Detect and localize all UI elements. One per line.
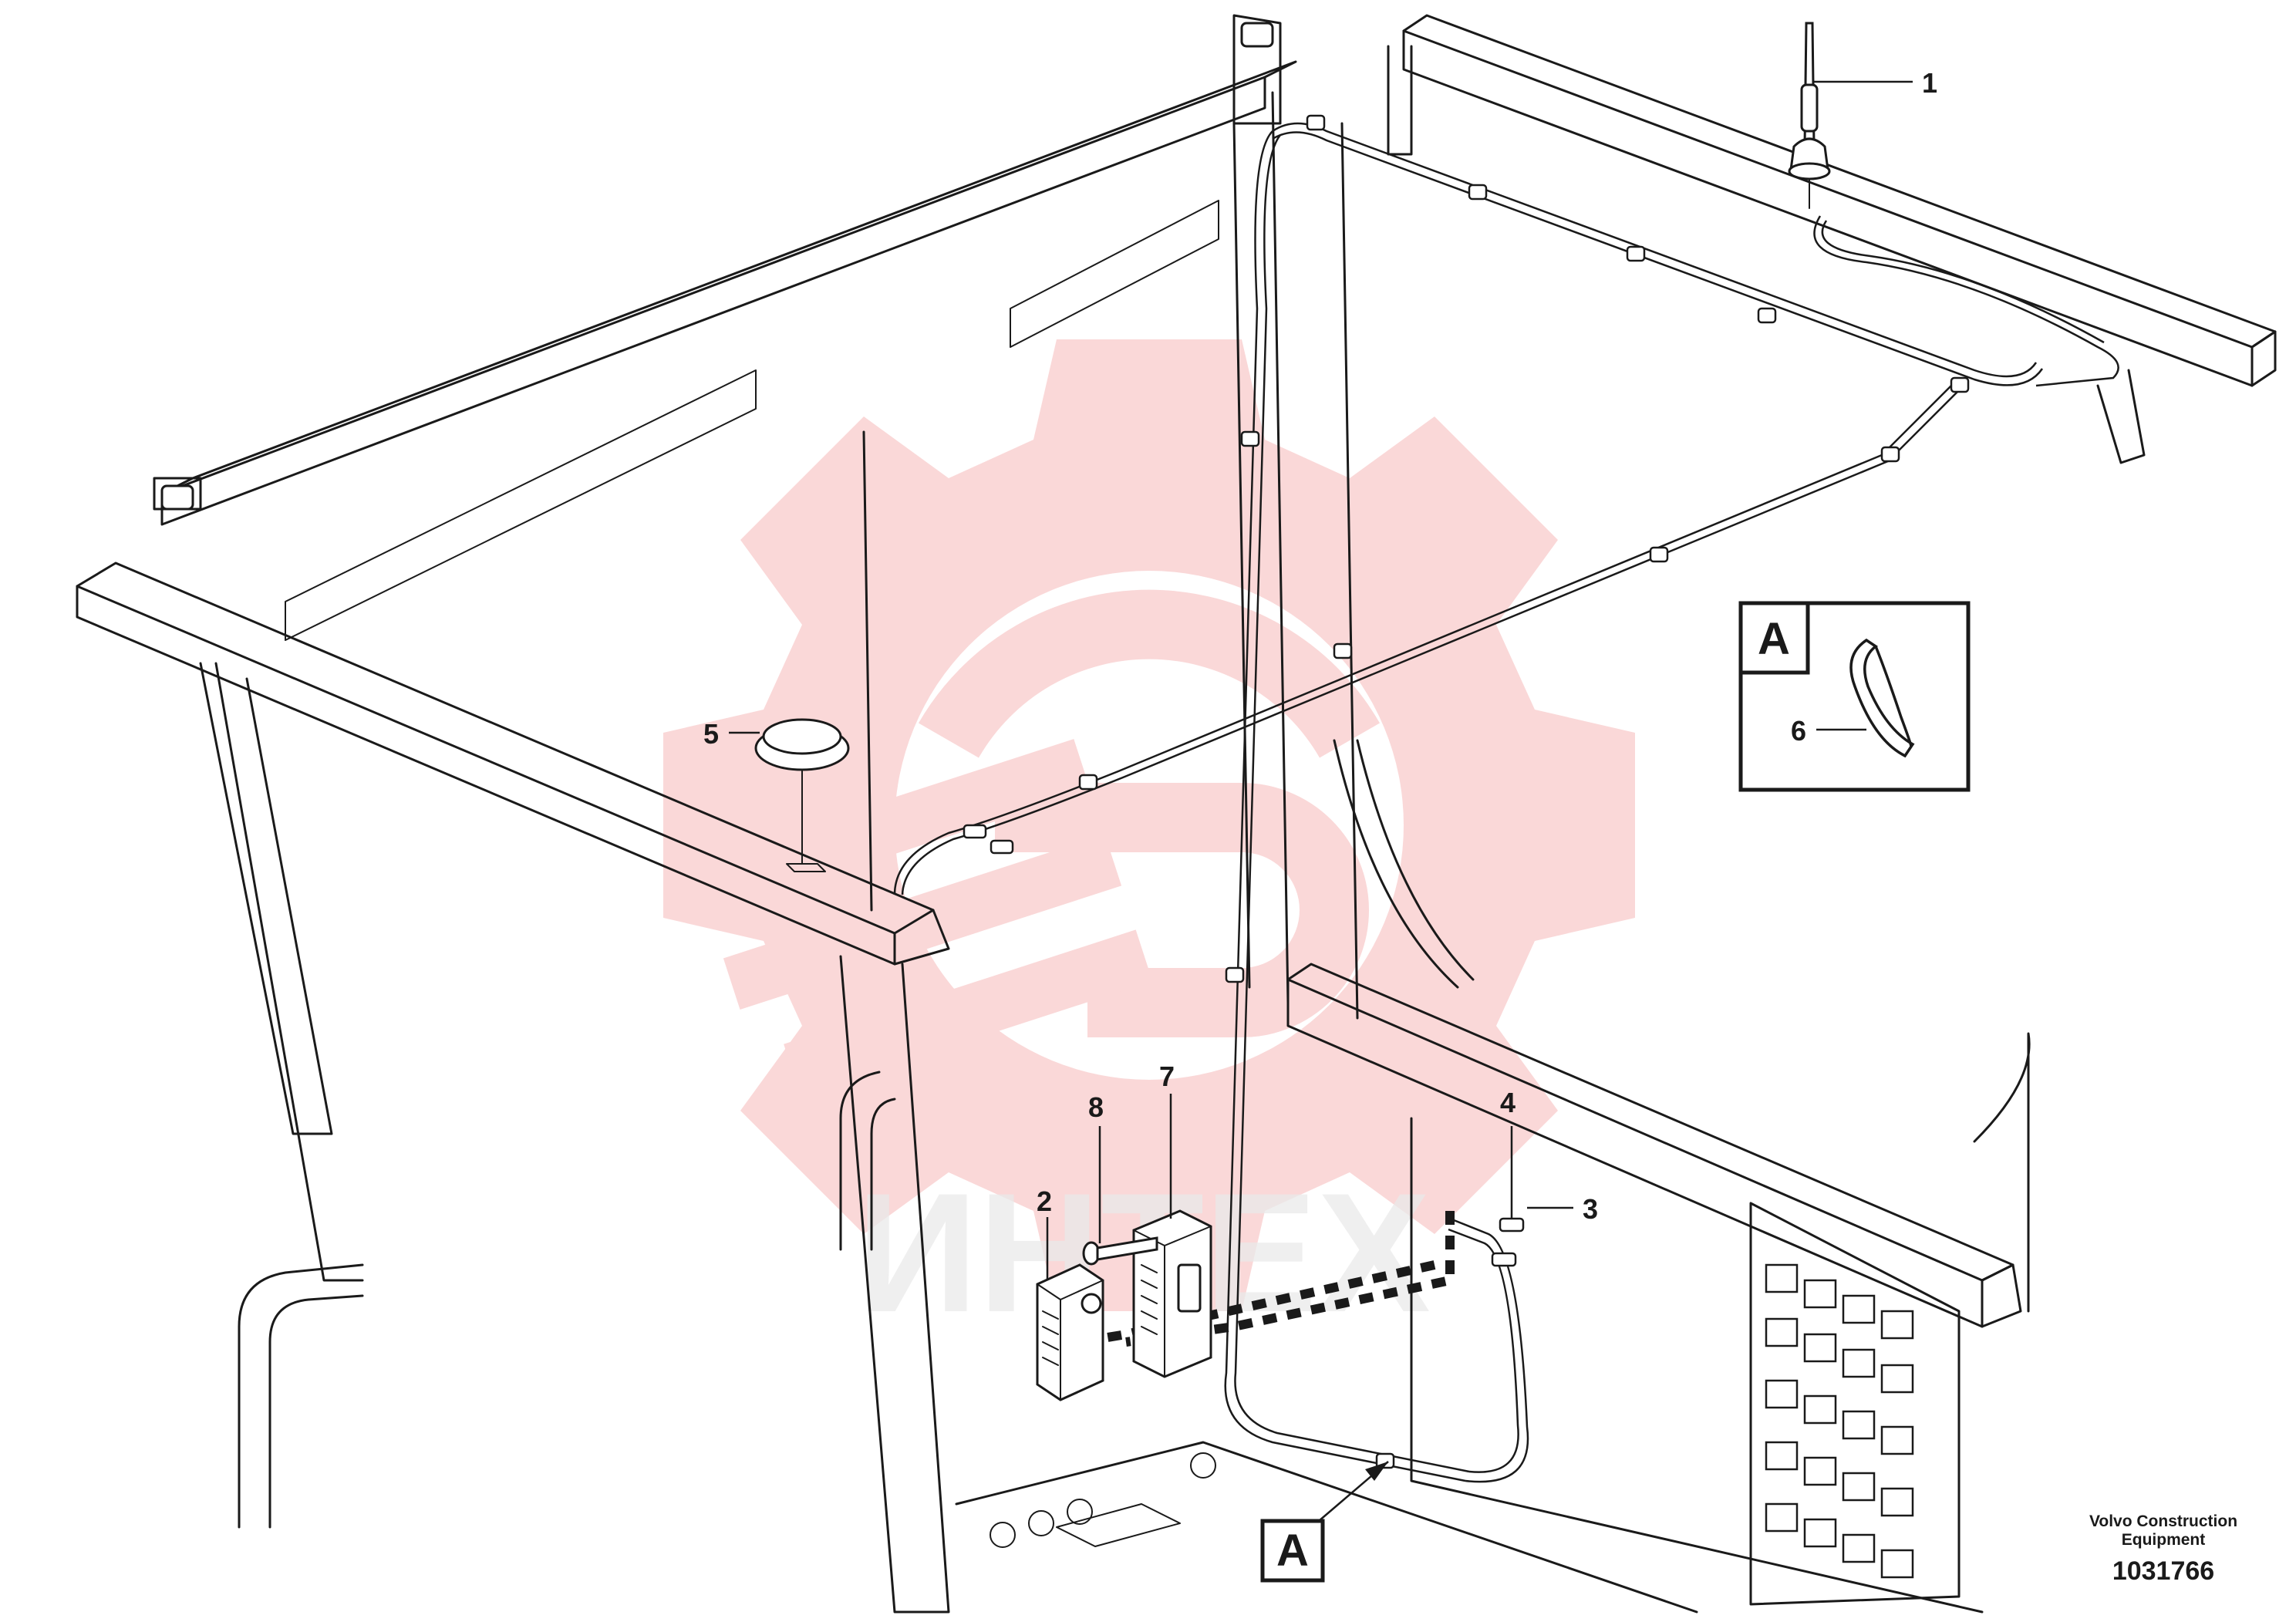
detail-view-a: A: [1738, 601, 1971, 792]
view-marker-letter: A: [1276, 1526, 1309, 1576]
watermark-gear-logo: ИНТЕХ: [663, 339, 1635, 1347]
footer: Volvo Construction Equipment 1031766: [2089, 1512, 2237, 1586]
footer-part-number: 1031766: [2112, 1556, 2214, 1586]
callout-1: 1: [1922, 67, 1937, 99]
radio-part-7: [1132, 1209, 1212, 1378]
footer-company-line1: Volvo Construction: [2089, 1512, 2237, 1530]
cab-frame: [76, 14, 2277, 1614]
callout-3: 3: [1583, 1193, 1598, 1225]
antenna-part-1: [1788, 22, 1831, 209]
callout-5: 5: [703, 718, 719, 750]
callout-7: 7: [1159, 1061, 1175, 1092]
callout-2: 2: [1037, 1185, 1052, 1217]
screw-part-8: [1082, 1236, 1158, 1266]
fuse-relay-panel: [1749, 1202, 1961, 1606]
callout-6: 6: [1791, 715, 1806, 747]
view-marker-a: A: [1260, 1461, 1389, 1583]
footer-company-line2: Equipment: [2122, 1531, 2206, 1549]
callout-4: 4: [1500, 1087, 1515, 1118]
callouts: 1 2 3 4 5 6 7 8: [703, 67, 1937, 1280]
module-part-2: [1036, 1263, 1104, 1401]
cable-tie-part-6: [1849, 638, 1915, 758]
callout-8: 8: [1088, 1091, 1104, 1123]
grommet-part-5: [754, 718, 850, 872]
detail-view-letter: A: [1758, 614, 1790, 664]
